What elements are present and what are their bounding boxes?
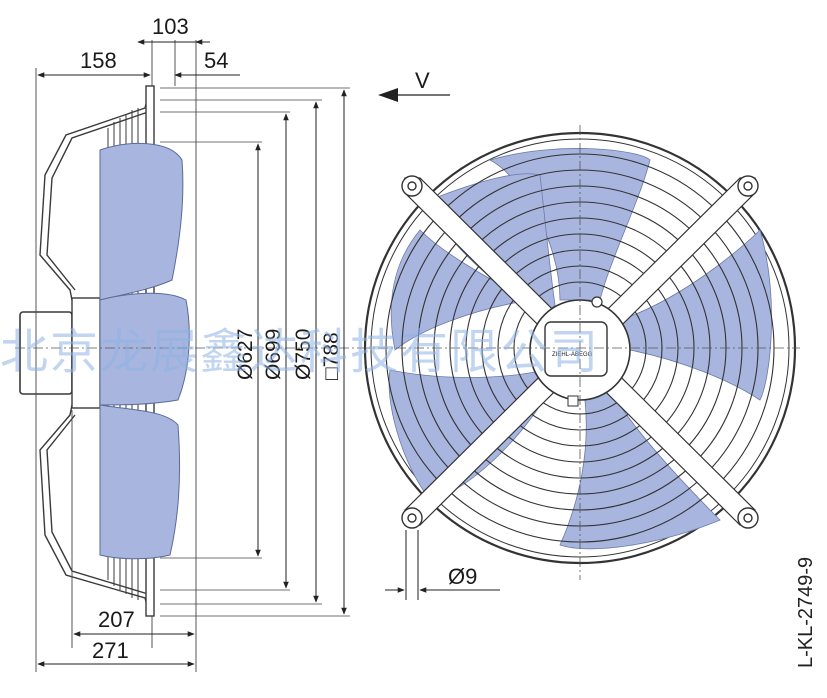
dim-103: 103 [152, 14, 189, 39]
view-label: V [415, 68, 430, 93]
dim-dia627: Ø627 [234, 329, 257, 380]
dim-158: 158 [80, 48, 117, 73]
brand-label: ZIEHL-ABEGG [552, 352, 593, 358]
dim-dia750: Ø750 [292, 329, 315, 380]
drawing-code: L-KL-2749-9 [795, 557, 817, 668]
dim-54: 54 [204, 48, 228, 73]
dim-sq788: □788 [320, 332, 343, 380]
side-blades [99, 142, 190, 560]
mounting-holes [401, 175, 759, 529]
dim-271: 271 [92, 638, 129, 663]
front-view: ZIEHL-ABEGG [360, 125, 800, 580]
watermark-text: 北京龙展鑫达科技有限公司 [0, 324, 600, 380]
dim-207: 207 [98, 607, 135, 632]
motor-label-plate [544, 321, 608, 377]
dim-dia699: Ø699 [262, 329, 285, 380]
dim-hole9: Ø9 [448, 564, 477, 589]
side-guard-outline [39, 87, 151, 616]
